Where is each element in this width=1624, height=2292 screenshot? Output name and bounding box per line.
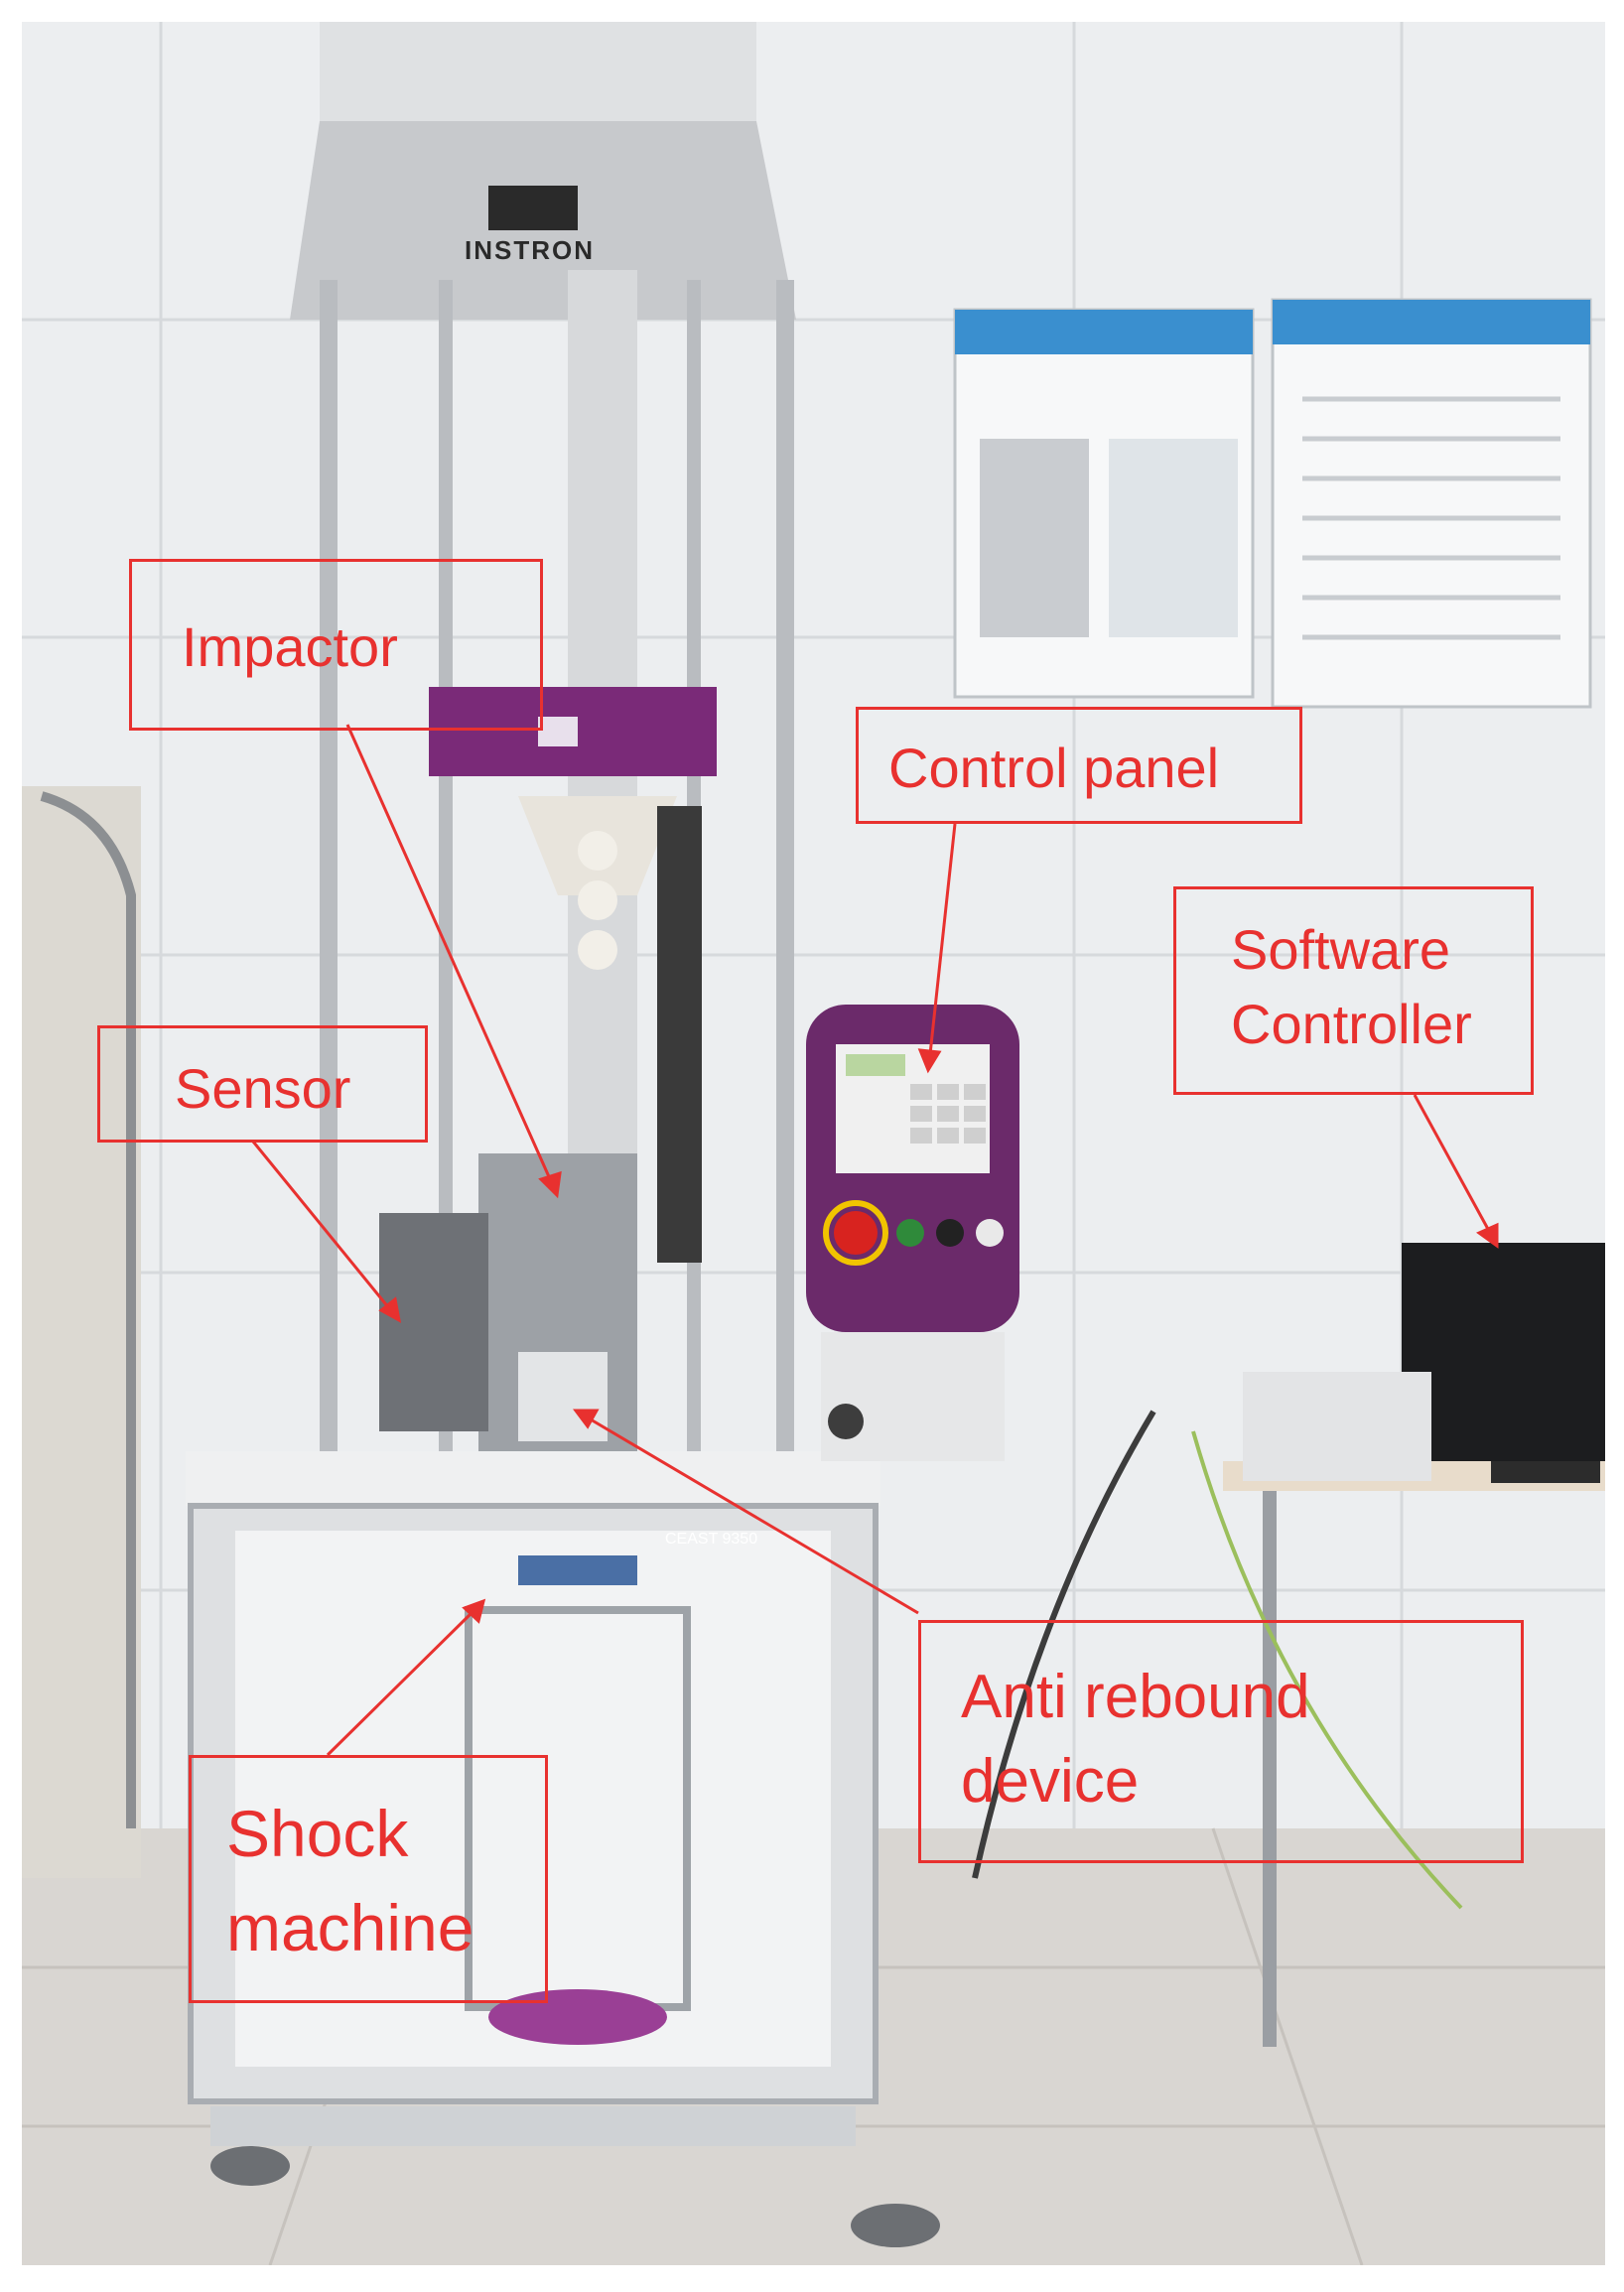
shock-machine-callout: Shock machine <box>189 1755 548 2003</box>
sensor-callout: Sensor <box>97 1025 428 1143</box>
sensor-label: Sensor <box>175 1057 351 1120</box>
impactor-label: Impactor <box>182 615 398 678</box>
control-panel-callout: Control panel <box>856 707 1302 824</box>
software-controller-callout: Software Controller <box>1173 886 1534 1095</box>
machine-brand-text: INSTRON <box>465 235 595 265</box>
shock-machine-label-line2: machine <box>226 1891 474 1964</box>
anti-rebound-label-line1: Anti rebound <box>961 1663 1310 1731</box>
impactor-callout: Impactor <box>129 559 543 731</box>
control-panel-label: Control panel <box>888 737 1220 799</box>
software-controller-label-line1: Software <box>1231 918 1450 981</box>
software-controller-label-line2: Controller <box>1231 993 1472 1055</box>
machine-base-label: CEAST 9350 <box>665 1531 758 1548</box>
anti-rebound-callout: Anti rebound device <box>918 1620 1524 1863</box>
anti-rebound-label-line2: device <box>961 1747 1140 1816</box>
shock-machine-label-line1: Shock <box>226 1797 409 1870</box>
